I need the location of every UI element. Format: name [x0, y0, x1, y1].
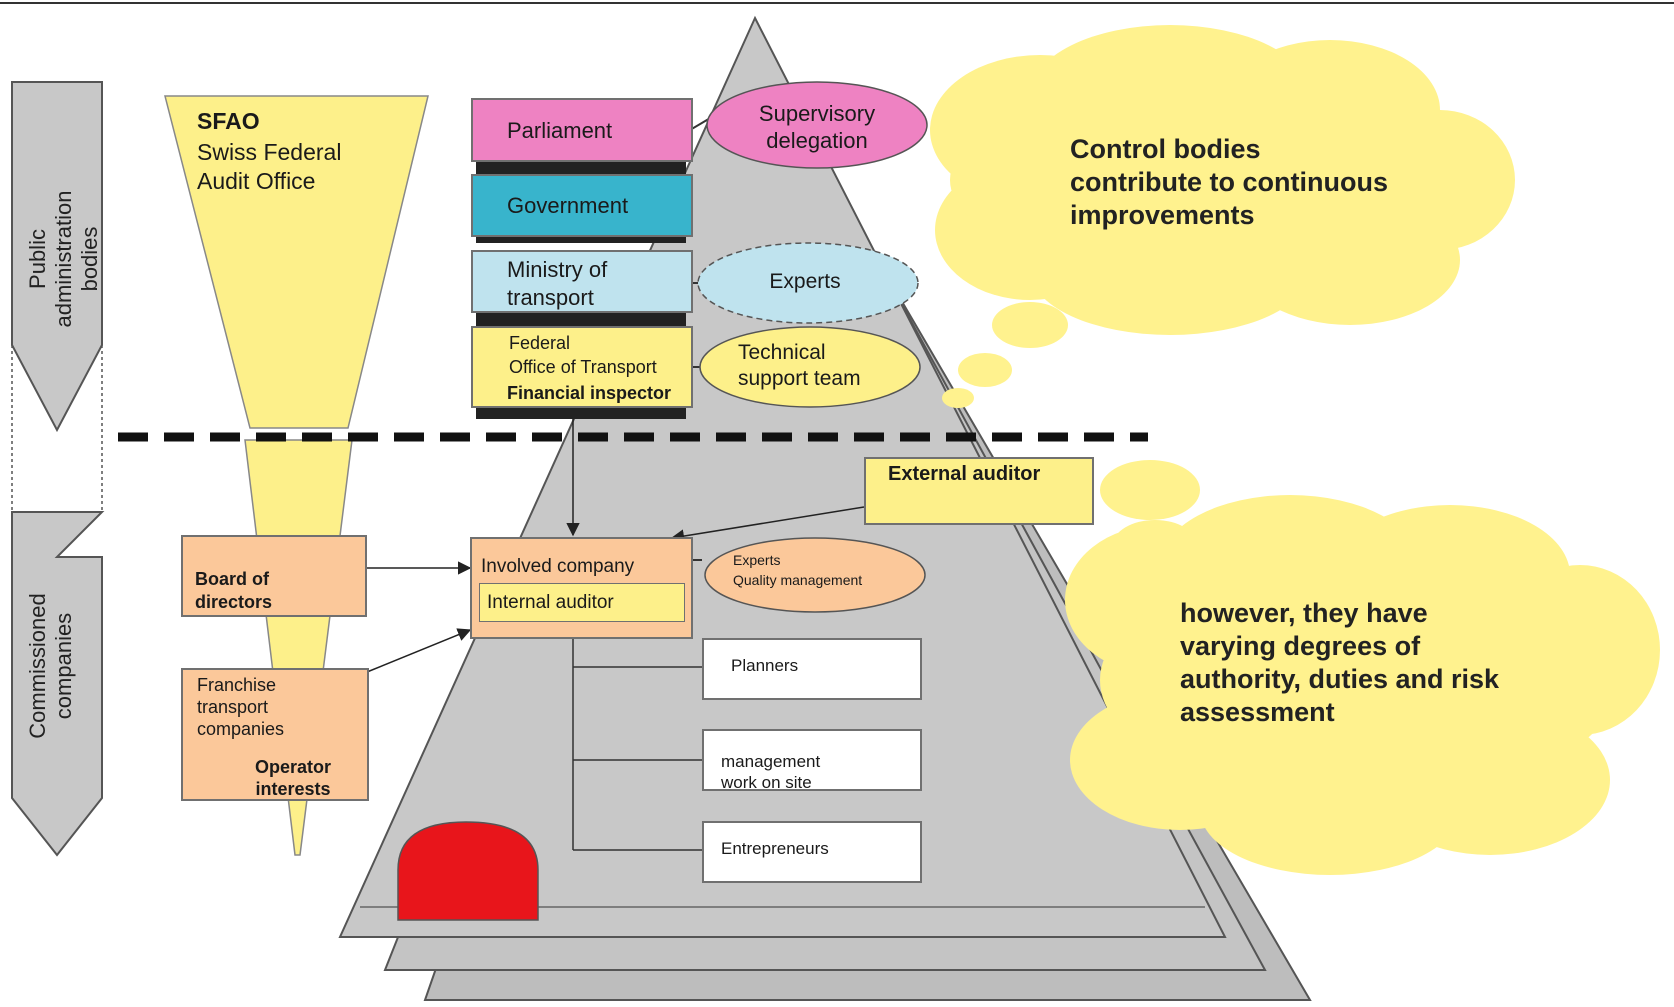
shadow-plate [476, 310, 686, 328]
technical-support-label: Technical support team [738, 341, 861, 390]
shadow-plate [476, 160, 686, 178]
experts-label: Experts [769, 270, 841, 293]
franchise-box: Franchise transport companies Operator i… [181, 668, 369, 801]
government-box: Government [471, 174, 693, 237]
thought-cloud-bottom [1065, 460, 1660, 875]
ministry-box: Ministry of transport [471, 250, 693, 313]
thought-cloud-top [930, 25, 1515, 408]
federal-office-box: Federal Office of Transport Financial in… [471, 326, 693, 408]
ministry-label: Ministry of transport [507, 257, 608, 310]
experts-quality-label: Experts Quality management [733, 552, 863, 588]
sfao-funnel [164, 95, 429, 429]
technical-support-oval [699, 326, 921, 408]
federal-office-label: Federal Office of Transport [509, 333, 657, 377]
financial-inspector-label: Financial inspector [507, 383, 672, 403]
parliament-label: Parliament [507, 118, 613, 143]
involved-company-label: Involved company [481, 556, 635, 577]
supervisory-delegation-oval [706, 81, 928, 169]
internal-auditor-label: Internal auditor [487, 592, 614, 613]
board-of-directors-box: Board of directors [181, 535, 367, 617]
thought-bottom-text: however, they have varying degrees of au… [1180, 598, 1500, 727]
thought-top-text: Control bodies contribute to continuous … [1070, 134, 1388, 230]
arrow-franchise-to-company [366, 628, 472, 673]
external-auditor-box: External auditor [864, 457, 1094, 525]
government-label: Government [507, 193, 629, 218]
board-of-directors-label: Board of directors [195, 569, 273, 612]
experts-quality-oval [704, 537, 926, 613]
management-box: management work on site [702, 729, 922, 792]
shadow-plate [476, 405, 686, 419]
arrow-external-to-company [670, 506, 865, 543]
red-tunnel-icon [397, 821, 539, 921]
planners-box: Planners [702, 638, 922, 700]
operator-interests-label: Operator interests [254, 757, 332, 799]
external-auditor-label: External auditor [888, 463, 1041, 485]
public-bodies-band [11, 81, 103, 433]
supervisory-delegation-label: Supervisory delegation [758, 101, 876, 153]
entrepreneurs-box: Entrepreneurs [702, 821, 922, 883]
public-bodies-label: Public administration bodies [25, 190, 102, 328]
experts-oval [697, 242, 919, 324]
involved-company-box: Involved company Internal auditor [470, 537, 693, 639]
sfao-name: Swiss Federal Audit Office [197, 139, 342, 194]
sfao-abbr: SFAO [197, 108, 260, 134]
commissioned-label: Commissioned companies [25, 593, 76, 739]
parliament-box: Parliament [471, 98, 693, 162]
management-label: management work on site [721, 752, 821, 792]
internal-auditor-box: Internal auditor [479, 583, 685, 622]
planners-label: Planners [731, 656, 799, 675]
commissioned-band [11, 511, 105, 857]
franchise-label: Franchise transport companies [197, 675, 285, 739]
entrepreneurs-label: Entrepreneurs [721, 839, 829, 858]
